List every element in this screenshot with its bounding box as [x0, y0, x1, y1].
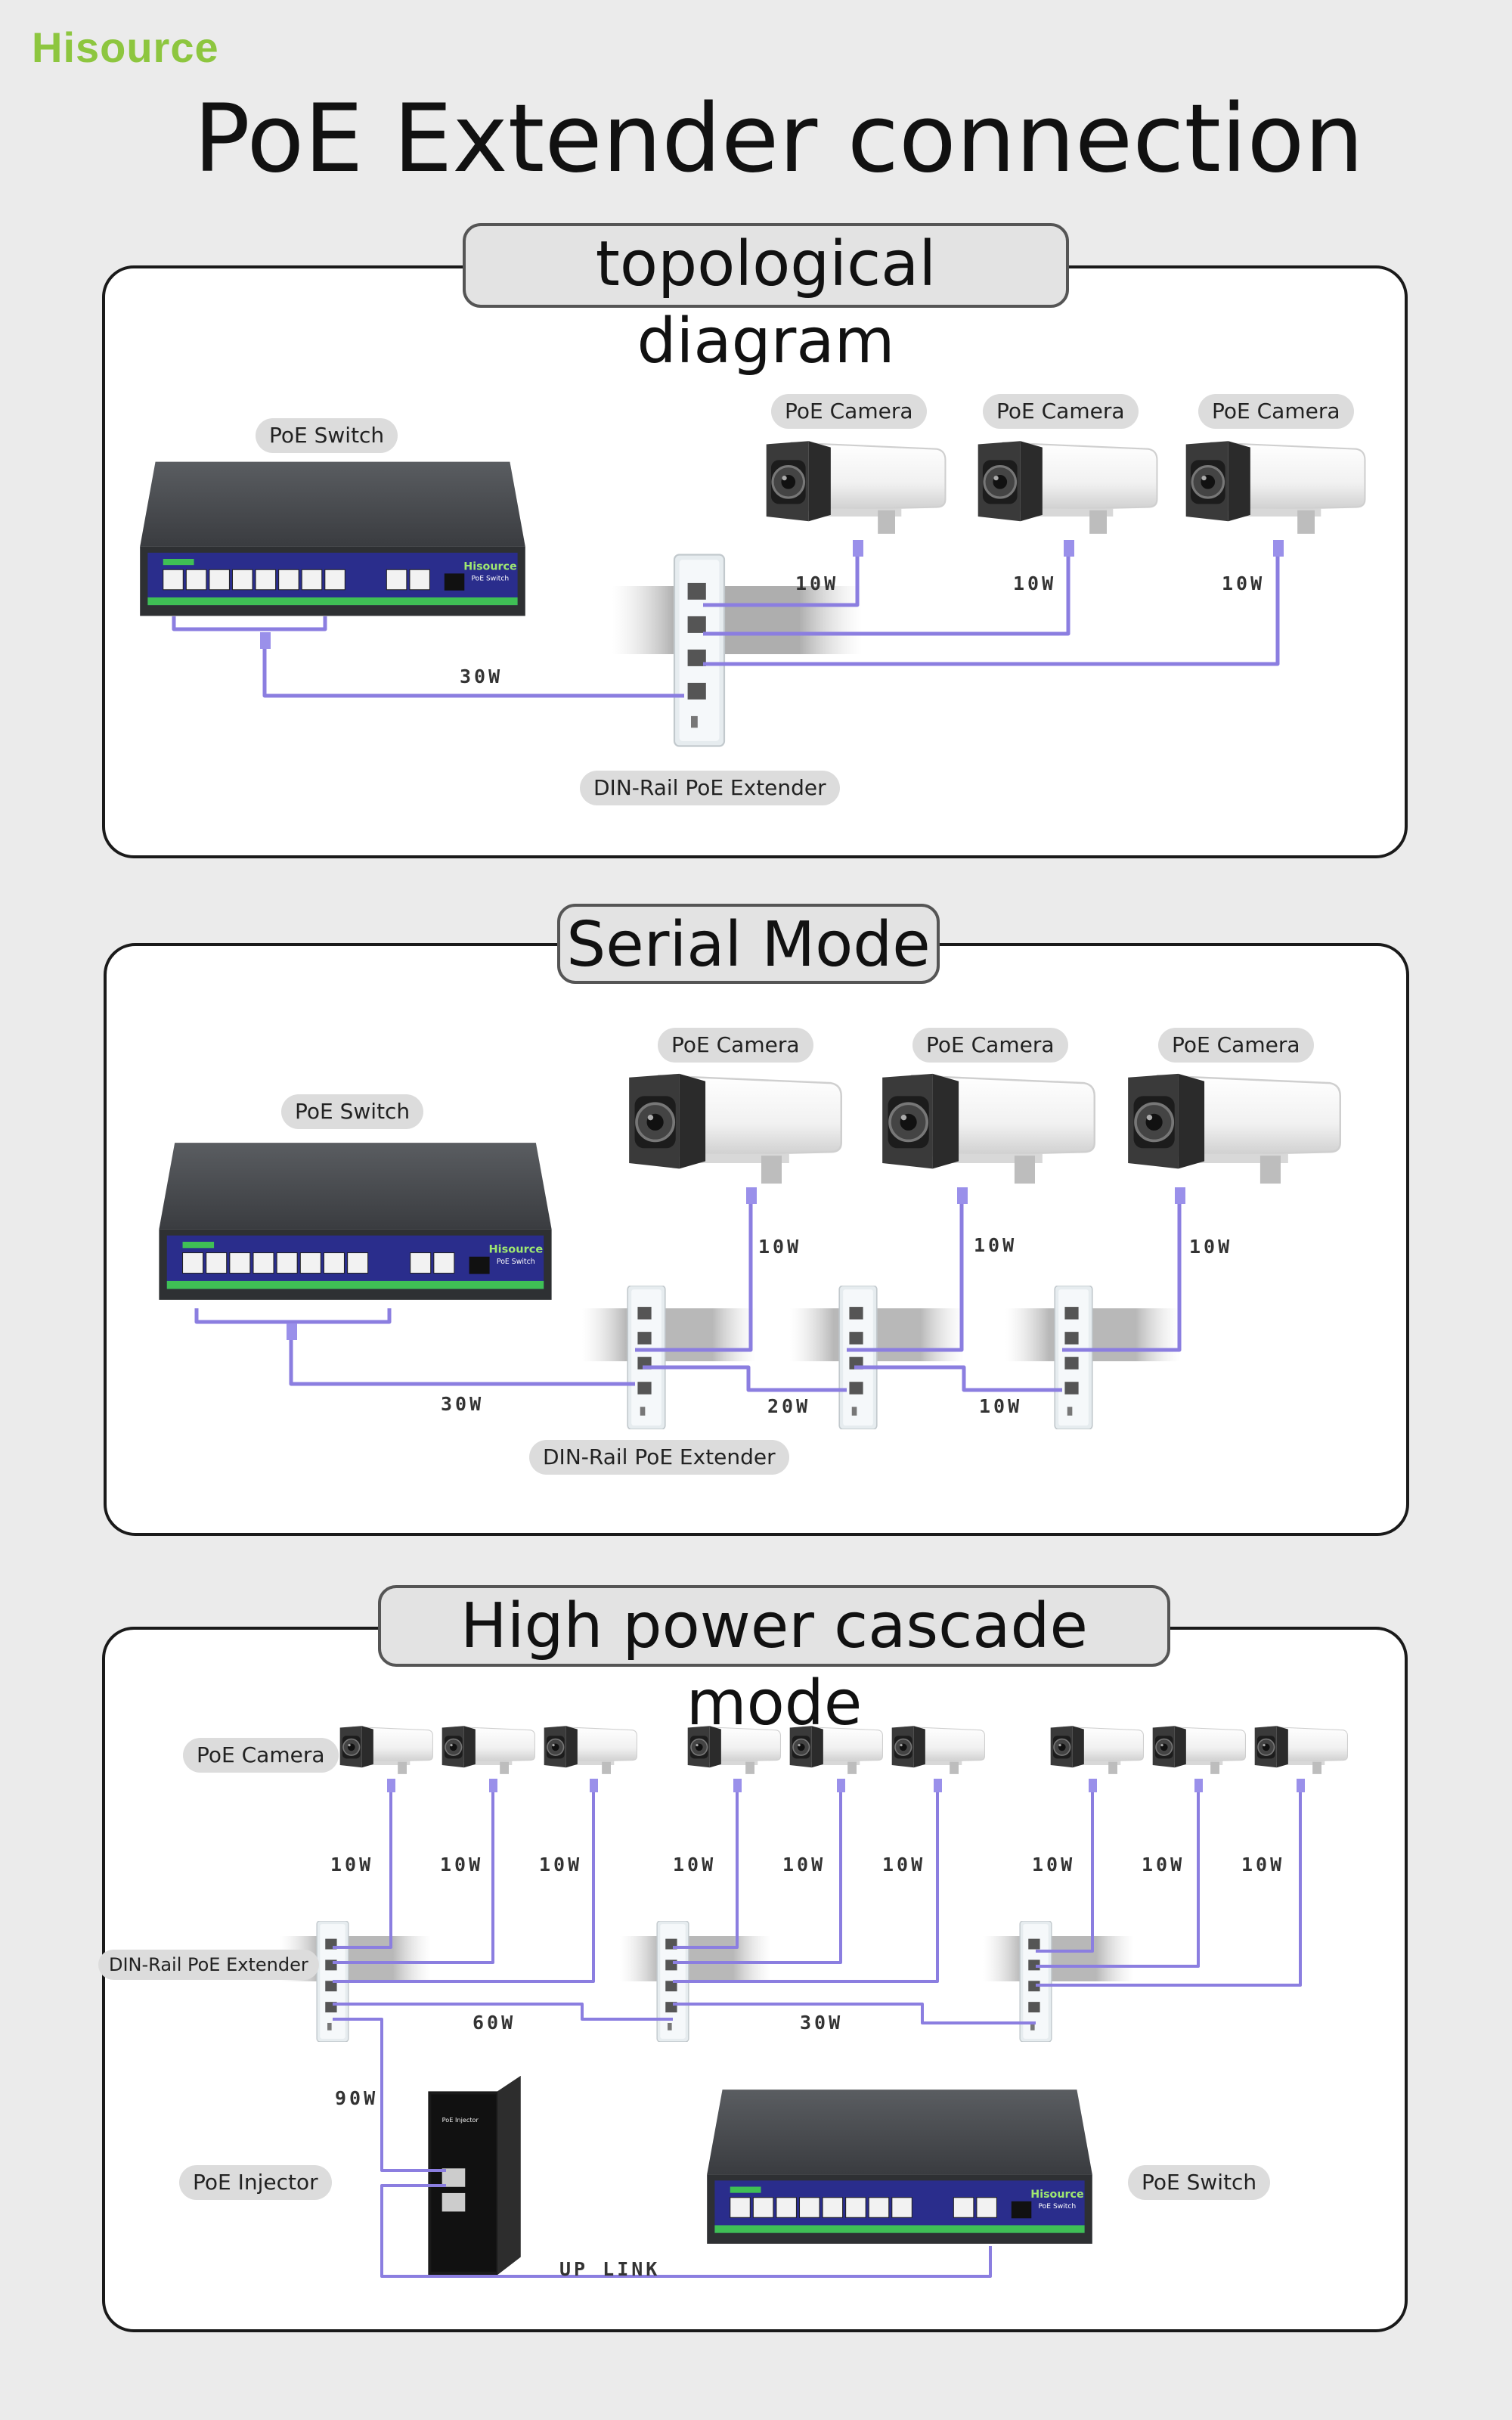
- extender-label-cascade: DIN-Rail PoE Extender: [98, 1950, 319, 1980]
- camera-label-serial-1: PoE Camera: [658, 1028, 813, 1063]
- chain-power-serial-1: 30W: [441, 1393, 485, 1415]
- injector-power-cascade: 90W: [335, 2087, 379, 2109]
- switch-label-topology: PoE Switch: [256, 418, 398, 453]
- extender-label-serial: DIN-Rail PoE Extender: [529, 1440, 789, 1475]
- camera-label-serial-3: PoE Camera: [1158, 1028, 1314, 1063]
- switch-label-serial: PoE Switch: [281, 1094, 424, 1129]
- camera-power-topology-2: 10W: [1013, 572, 1057, 594]
- extender-label-topology: DIN-Rail PoE Extender: [580, 771, 840, 805]
- camera-power-cascade-8: 10W: [1142, 1854, 1185, 1876]
- camera-label-serial-2: PoE Camera: [912, 1028, 1068, 1063]
- injector-label-cascade: PoE Injector: [179, 2165, 332, 2200]
- camera-power-topology-1: 10W: [795, 572, 839, 594]
- camera-power-cascade-2: 10W: [440, 1854, 484, 1876]
- camera-power-cascade-3: 10W: [539, 1854, 583, 1876]
- camera-label-topology-3: PoE Camera: [1198, 394, 1354, 429]
- brand-logo: Hisource: [32, 23, 219, 71]
- camera-power-cascade-1: 10W: [330, 1854, 374, 1876]
- camera-label-topology-2: PoE Camera: [983, 394, 1139, 429]
- camera-power-topology-3: 10W: [1222, 572, 1266, 594]
- camera-power-cascade-7: 10W: [1032, 1854, 1076, 1876]
- chain-power-serial-3: 10W: [979, 1395, 1023, 1417]
- section-title-serial: Serial Mode: [557, 904, 940, 984]
- camera-power-serial-3: 10W: [1189, 1236, 1233, 1258]
- section-title-topology: topological diagram: [463, 223, 1069, 377]
- camera-power-serial-2: 10W: [974, 1234, 1018, 1256]
- camera-power-cascade-5: 10W: [782, 1854, 826, 1876]
- page-title: PoE Extender connection: [194, 85, 1364, 194]
- switch-label-cascade: PoE Switch: [1128, 2165, 1271, 2200]
- chain-power-cascade-2: 30W: [800, 2012, 844, 2034]
- chain-power-cascade-1: 60W: [472, 2012, 516, 2034]
- camera-label-topology-1: PoE Camera: [771, 394, 927, 429]
- camera-power-cascade-9: 10W: [1241, 1854, 1285, 1876]
- camera-power-cascade-4: 10W: [673, 1854, 717, 1876]
- camera-power-cascade-6: 10W: [882, 1854, 926, 1876]
- uplink-power-topology: 30W: [460, 666, 503, 687]
- camera-power-serial-1: 10W: [758, 1236, 802, 1258]
- uplink-label-cascade: UP LINK: [559, 2258, 661, 2280]
- chain-power-serial-2: 20W: [767, 1395, 811, 1417]
- camera-label-cascade: PoE Camera: [183, 1738, 339, 1773]
